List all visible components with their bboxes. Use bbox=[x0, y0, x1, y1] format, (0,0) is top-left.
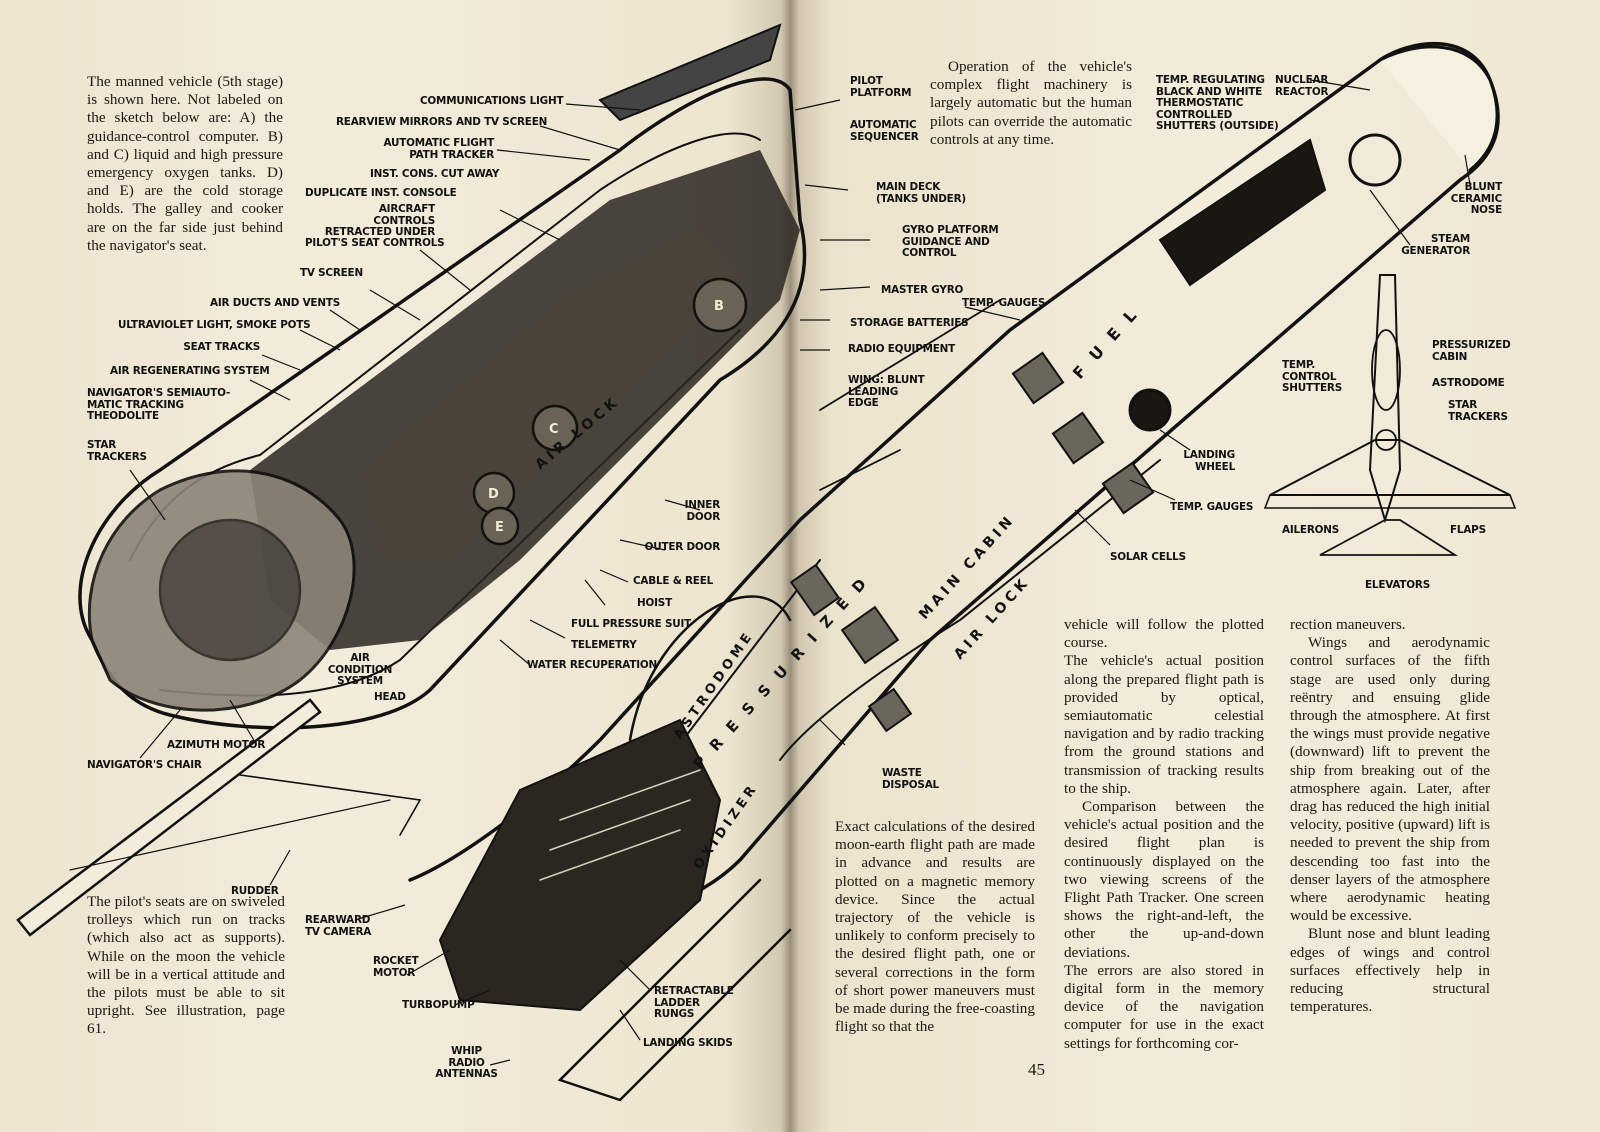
label-air-ducts-vents: AIR DUCTS AND VENTS bbox=[210, 297, 340, 309]
label-temp-gauges-top: TEMP. GAUGES bbox=[962, 297, 1046, 309]
label-navigators-theodolite: NAVIGATOR'S SEMIAUTO- MATIC TRACKING THE… bbox=[87, 387, 231, 423]
label-telemetry: TELEMETRY bbox=[571, 639, 637, 651]
label-inst-cons-cut-away: INST. CONS. CUT AWAY bbox=[370, 168, 500, 180]
label-retractable-ladder: RETRACTABLE LADDER RUNGS bbox=[654, 985, 734, 1021]
col2-paragraph-1: vehicle will follow the plotted course. bbox=[1064, 616, 1264, 652]
tank-letter-e: E bbox=[495, 520, 504, 535]
right-col2: vehicle will follow the plotted course. … bbox=[1064, 616, 1264, 1053]
label-gyro-platform: GYRO PLATFORM GUIDANCE AND CONTROL bbox=[902, 224, 999, 260]
bottom-text: The pilot's seats are on swiveled trolle… bbox=[87, 893, 285, 1038]
label-landing-skids: LANDING SKIDS bbox=[643, 1037, 733, 1049]
label-solar-cells: SOLAR CELLS bbox=[1110, 551, 1186, 563]
label-main-deck: MAIN DECK (TANKS UNDER) bbox=[876, 181, 966, 205]
page-number: 45 bbox=[1028, 1060, 1045, 1079]
tank-letter-b: B bbox=[714, 299, 724, 314]
label-rearview-mirrors: REARVIEW MIRRORS AND TV SCREEN bbox=[336, 116, 548, 128]
right-top-paragraph: Operation of the vehicle's complex fligh… bbox=[930, 58, 1132, 149]
label-rearward-tv-camera: REARWARD TV CAMERA bbox=[305, 914, 372, 938]
col3-paragraph-2: Wings and aerodynamic control surfaces o… bbox=[1290, 634, 1490, 925]
label-temp-regulating: TEMP. REGULATING BLACK AND WHITE THERMOS… bbox=[1156, 74, 1279, 133]
label-ultraviolet-light: ULTRAVIOLET LIGHT, SMOKE POTS bbox=[118, 319, 311, 331]
label-star-trackers-right: STAR TRACKERS bbox=[1448, 399, 1508, 423]
label-pilots-seat-controls: PILOT'S SEAT CONTROLS bbox=[305, 237, 445, 249]
label-seat-tracks: SEAT TRACKS bbox=[183, 341, 260, 353]
book-gutter bbox=[781, 0, 799, 1132]
label-wing-blunt-leading-edge: WING: BLUNT LEADING EDGE bbox=[848, 374, 925, 410]
col3-paragraph-3: Blunt nose and blunt leading edges of wi… bbox=[1290, 925, 1490, 1016]
label-pilot-platform: PILOT PLATFORM bbox=[850, 75, 912, 99]
label-steam-generator: STEAM GENERATOR bbox=[1401, 233, 1470, 257]
label-master-gyro: MASTER GYRO bbox=[881, 284, 964, 296]
col3-paragraph-1: rection maneuvers. bbox=[1290, 616, 1406, 633]
label-landing-wheel: LANDING WHEEL bbox=[1183, 449, 1235, 473]
label-navigators-chair: NAVIGATOR'S CHAIR bbox=[87, 759, 202, 771]
label-aircraft-controls: AIRCRAFT CONTROLS RETRACTED UNDER bbox=[324, 203, 435, 239]
fuselage-hull bbox=[408, 41, 1500, 1012]
label-air-regenerating: AIR REGENERATING SYSTEM bbox=[110, 365, 270, 377]
label-air-condition-system: AIR CONDITION SYSTEM bbox=[327, 652, 393, 688]
label-full-pressure-suit: FULL PRESSURE SUIT bbox=[571, 618, 692, 630]
label-automatic-sequencer: AUTOMATIC SEQUENCER bbox=[850, 119, 919, 143]
label-water-recuperation: WATER RECUPERATION bbox=[527, 659, 658, 671]
tank-letter-d: D bbox=[488, 487, 499, 502]
col2-paragraph-3: Comparison between the vehicle's actual … bbox=[1064, 798, 1264, 961]
label-hoist: HOIST bbox=[637, 597, 672, 609]
col1-paragraph-1: Exact calculations of the desired moon-e… bbox=[835, 818, 1035, 1036]
label-rocket-motor: ROCKET MOTOR bbox=[373, 955, 419, 979]
label-turbopump: TURBOPUMP bbox=[402, 999, 475, 1011]
label-cable-reel: CABLE & REEL bbox=[633, 575, 714, 587]
right-page bbox=[790, 0, 1600, 1132]
label-inner-door: INNER DOOR bbox=[684, 499, 721, 523]
leader-lines bbox=[129, 79, 1471, 1066]
label-nuclear-reactor: NUCLEAR REACTOR bbox=[1275, 74, 1329, 98]
label-outer-door: OUTER DOOR bbox=[644, 541, 721, 553]
label-waste-disposal: WASTE DISPOSAL bbox=[882, 767, 939, 791]
label-tv-screen: TV SCREEN bbox=[300, 267, 363, 279]
label-storage-batteries: STORAGE BATTERIES bbox=[850, 317, 969, 329]
label-temp-gauges-bottom: TEMP. GAUGES bbox=[1170, 501, 1254, 513]
label-blunt-ceramic-nose: BLUNT CERAMIC NOSE bbox=[1450, 181, 1502, 217]
label-star-trackers-left: STAR TRACKERS bbox=[87, 439, 147, 463]
label-duplicate-inst-console: DUPLICATE INST. CONSOLE bbox=[305, 187, 457, 199]
label-temp-control-shutters: TEMP. CONTROL SHUTTERS bbox=[1282, 359, 1343, 395]
hull-fuel: F U E L bbox=[1069, 303, 1143, 382]
right-top-text: Operation of the vehicle's complex fligh… bbox=[930, 58, 1132, 148]
label-automatic-flight-path-tracker: AUTOMATIC FLIGHT PATH TRACKER bbox=[383, 137, 494, 161]
label-astrodome: ASTRODOME bbox=[1432, 377, 1505, 389]
right-col3: rection maneuvers. Wings and aerodynamic… bbox=[1290, 616, 1490, 1016]
intro-paragraph: The manned vehicle (5th stage) is shown … bbox=[87, 73, 283, 255]
label-flaps: FLAPS bbox=[1450, 524, 1486, 536]
top-view-diagram bbox=[1263, 274, 1517, 556]
label-head: HEAD bbox=[374, 691, 406, 703]
bottom-paragraph: The pilot's seats are on swiveled trolle… bbox=[87, 893, 285, 1039]
intro-text: The manned vehicle (5th stage) is shown … bbox=[87, 73, 283, 254]
col2-paragraph-2: The vehicle's actual position along the … bbox=[1064, 652, 1264, 797]
label-whip-radio-antennas: WHIP RADIO ANTENNAS bbox=[435, 1045, 498, 1081]
tank-letter-c: C bbox=[549, 422, 559, 437]
label-ailerons: AILERONS bbox=[1282, 524, 1340, 536]
label-elevators: ELEVATORS bbox=[1365, 579, 1430, 591]
wing-and-rudder bbox=[16, 299, 1001, 1102]
right-col1: Exact calculations of the desired moon-e… bbox=[835, 818, 1035, 1036]
label-communications-light: COMMUNICATIONS LIGHT bbox=[420, 95, 564, 107]
label-radio-equipment: RADIO EQUIPMENT bbox=[848, 343, 956, 355]
label-rudder: RUDDER bbox=[231, 885, 279, 897]
label-pressurized-cabin: PRESSURIZED CABIN bbox=[1432, 339, 1511, 363]
col2-paragraph-4: The errors are also stored in digital fo… bbox=[1064, 961, 1264, 1052]
label-azimuth-motor: AZIMUTH MOTOR bbox=[167, 739, 266, 751]
manned-cabin-cutaway bbox=[78, 23, 807, 730]
